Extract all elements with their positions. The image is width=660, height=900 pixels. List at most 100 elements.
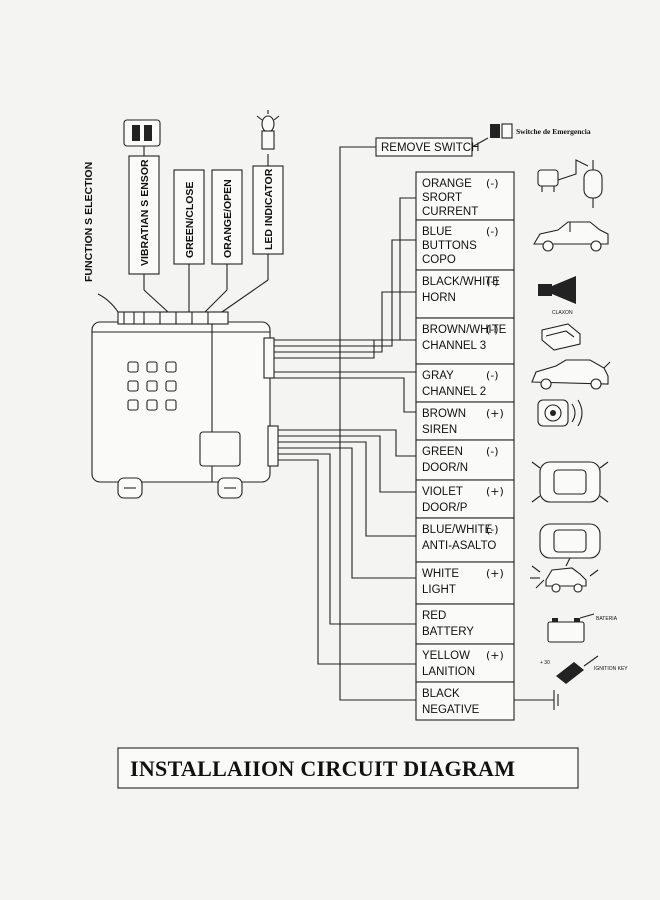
sedan-icon xyxy=(531,359,611,390)
led-indicator-text: LED INDICATOR xyxy=(263,168,275,250)
claxon-label: CLAXON xyxy=(552,310,573,316)
wire-polarity: (-) xyxy=(486,369,499,382)
wire-label-column: ORANGESRORTCURRENT(-)BLUEBUTTONSCOPO(-)B… xyxy=(415,171,515,721)
wire-label-line: RED xyxy=(422,610,446,622)
wire-polarity: (+) xyxy=(486,407,504,420)
diagram-title: INSTALLAIION CIRCUIT DIAGRAM xyxy=(117,747,579,789)
plus30-label: + 30 xyxy=(540,660,550,666)
bateria-label: BATERIA xyxy=(596,616,618,622)
wire-label-line: BROWN/WHITE xyxy=(422,324,507,336)
wire-label-8: VIOLET DOOR/P (+) xyxy=(415,479,515,519)
wire-label-line: ORANGE xyxy=(422,178,472,190)
wire-label-box xyxy=(415,219,515,271)
wire-label-10: WHITE LIGHT (+) xyxy=(415,561,515,605)
car-person-icon xyxy=(530,565,587,593)
orange-open-label: ORANGE/OPEN xyxy=(204,169,243,313)
wire-label-11: RED BATTERY xyxy=(415,603,515,645)
wire-label-box xyxy=(415,171,515,221)
led-bulb-icon xyxy=(256,110,280,150)
green-close-label: GREEN/CLOSE xyxy=(173,169,205,312)
wire-bundle xyxy=(274,197,416,665)
wire-label-line: ANTI-ASALTO xyxy=(422,540,496,552)
wire-label-box xyxy=(415,561,515,605)
button-grid xyxy=(127,361,177,411)
wire-label-line: DOOR/P xyxy=(422,502,468,514)
wire-label-line: GRAY xyxy=(422,370,454,382)
wire-polarity: (-) xyxy=(486,275,499,288)
green-close-text: GREEN/CLOSE xyxy=(184,182,196,258)
emergency-switch-icon: Switche de Emergencia xyxy=(490,123,591,139)
siren-icon xyxy=(537,399,583,427)
wire-polarity: (-) xyxy=(486,225,499,238)
vibration-sensor-label: VIBRATIAN S ENSOR xyxy=(128,155,169,313)
led-indicator-label: LED INDICATOR xyxy=(221,154,284,313)
wire-label-box xyxy=(415,439,515,481)
wire-label-box xyxy=(415,401,515,441)
wire-label-line: BLACK xyxy=(422,688,460,700)
ground-icon xyxy=(514,690,559,710)
horn-icon: CLAXON xyxy=(538,276,576,316)
wire-label-box xyxy=(415,517,515,563)
remove-switch-label: REMOVE SWITCH xyxy=(381,142,479,154)
emergency-switch-label: Switche de Emergencia xyxy=(516,127,591,136)
wire-label-9: BLUE/WHITE ANTI-ASALTO (-) xyxy=(415,517,515,563)
wire-label-line: HORN xyxy=(422,292,456,304)
wire-label-line: BLUE/WHITE xyxy=(422,524,493,536)
ignition-key-icon: + 30 IGNITION KEY xyxy=(540,655,628,684)
battery-icon: BATERIA xyxy=(547,613,618,643)
wire-label-line: BROWN xyxy=(422,408,466,420)
wire-label-line: SRORT xyxy=(422,192,462,204)
wire-polarity: (-) xyxy=(486,445,499,458)
car-doors-open-icon xyxy=(539,523,601,567)
diagram-title-text: INSTALLAIION CIRCUIT DIAGRAM xyxy=(130,756,515,781)
wire-polarity: (+) xyxy=(486,485,504,498)
wire-label-13: BLACK NEGATIVE xyxy=(415,681,515,721)
vibration-sensor-icon xyxy=(123,119,161,156)
wire-label-line: BUTTONS xyxy=(422,240,477,252)
wire-label-line: WHITE xyxy=(422,568,459,580)
wire-label-2: BLUE BUTTONS COPO (-) xyxy=(415,219,515,271)
ignition-label: IGNITION KEY xyxy=(594,666,628,672)
wire-label-line: VIOLET xyxy=(422,486,463,498)
wire-label-line: COPO xyxy=(422,254,456,266)
vibration-sensor-text: VIBRATIAN S ENSOR xyxy=(139,159,151,266)
wire-label-5: GRAY CHANNEL 2(-) xyxy=(415,363,515,403)
headlight-icon xyxy=(535,569,599,589)
wire-label-line: NEGATIVE xyxy=(422,704,480,716)
control-unit xyxy=(91,311,279,499)
wire-label-12: YELLOW LANITION (+) xyxy=(415,643,515,683)
relay-icon xyxy=(537,159,603,208)
wire-polarity: (-) xyxy=(486,523,499,536)
wire-label-line: DOOR/N xyxy=(422,462,468,474)
function-selection-label: FUNCTION S ELECTION xyxy=(83,162,95,282)
wire-polarity: (+) xyxy=(486,649,504,662)
wire-label-box xyxy=(415,681,515,721)
wire-label-line: BLACK/WHITE xyxy=(422,276,500,288)
wire-label-7: GREEN DOOR/N (-) xyxy=(415,439,515,481)
trunk-icon xyxy=(541,323,581,351)
wire-label-box xyxy=(415,479,515,519)
remove-switch: REMOVE SWITCH xyxy=(339,137,489,701)
wire-label-line: SIREN xyxy=(422,424,457,436)
wire-label-line: CHANNEL 2 xyxy=(422,386,486,398)
wire-label-3: BLACK/WHITE HORN (-) xyxy=(415,269,515,319)
car-icon xyxy=(533,221,609,252)
wire-label-line: YELLOW xyxy=(422,650,470,662)
wire-label-box xyxy=(415,363,515,403)
wire-label-line: GREEN xyxy=(422,446,463,458)
car-doors-icon xyxy=(531,461,609,503)
orange-open-text: ORANGE/OPEN xyxy=(222,179,234,258)
wire-label-line: CHANNEL 3 xyxy=(422,340,486,352)
wire-label-line: BATTERY xyxy=(422,626,474,638)
wire-label-line: BLUE xyxy=(422,226,452,238)
wire-polarity: (+) xyxy=(486,567,504,580)
wire-label-line: LIGHT xyxy=(422,584,456,596)
wire-label-6: BROWN SIREN (+) xyxy=(415,401,515,441)
wire-label-box xyxy=(415,269,515,319)
wire-label-line: LANITION xyxy=(422,666,475,678)
wire-label-line: CURRENT xyxy=(422,206,478,218)
